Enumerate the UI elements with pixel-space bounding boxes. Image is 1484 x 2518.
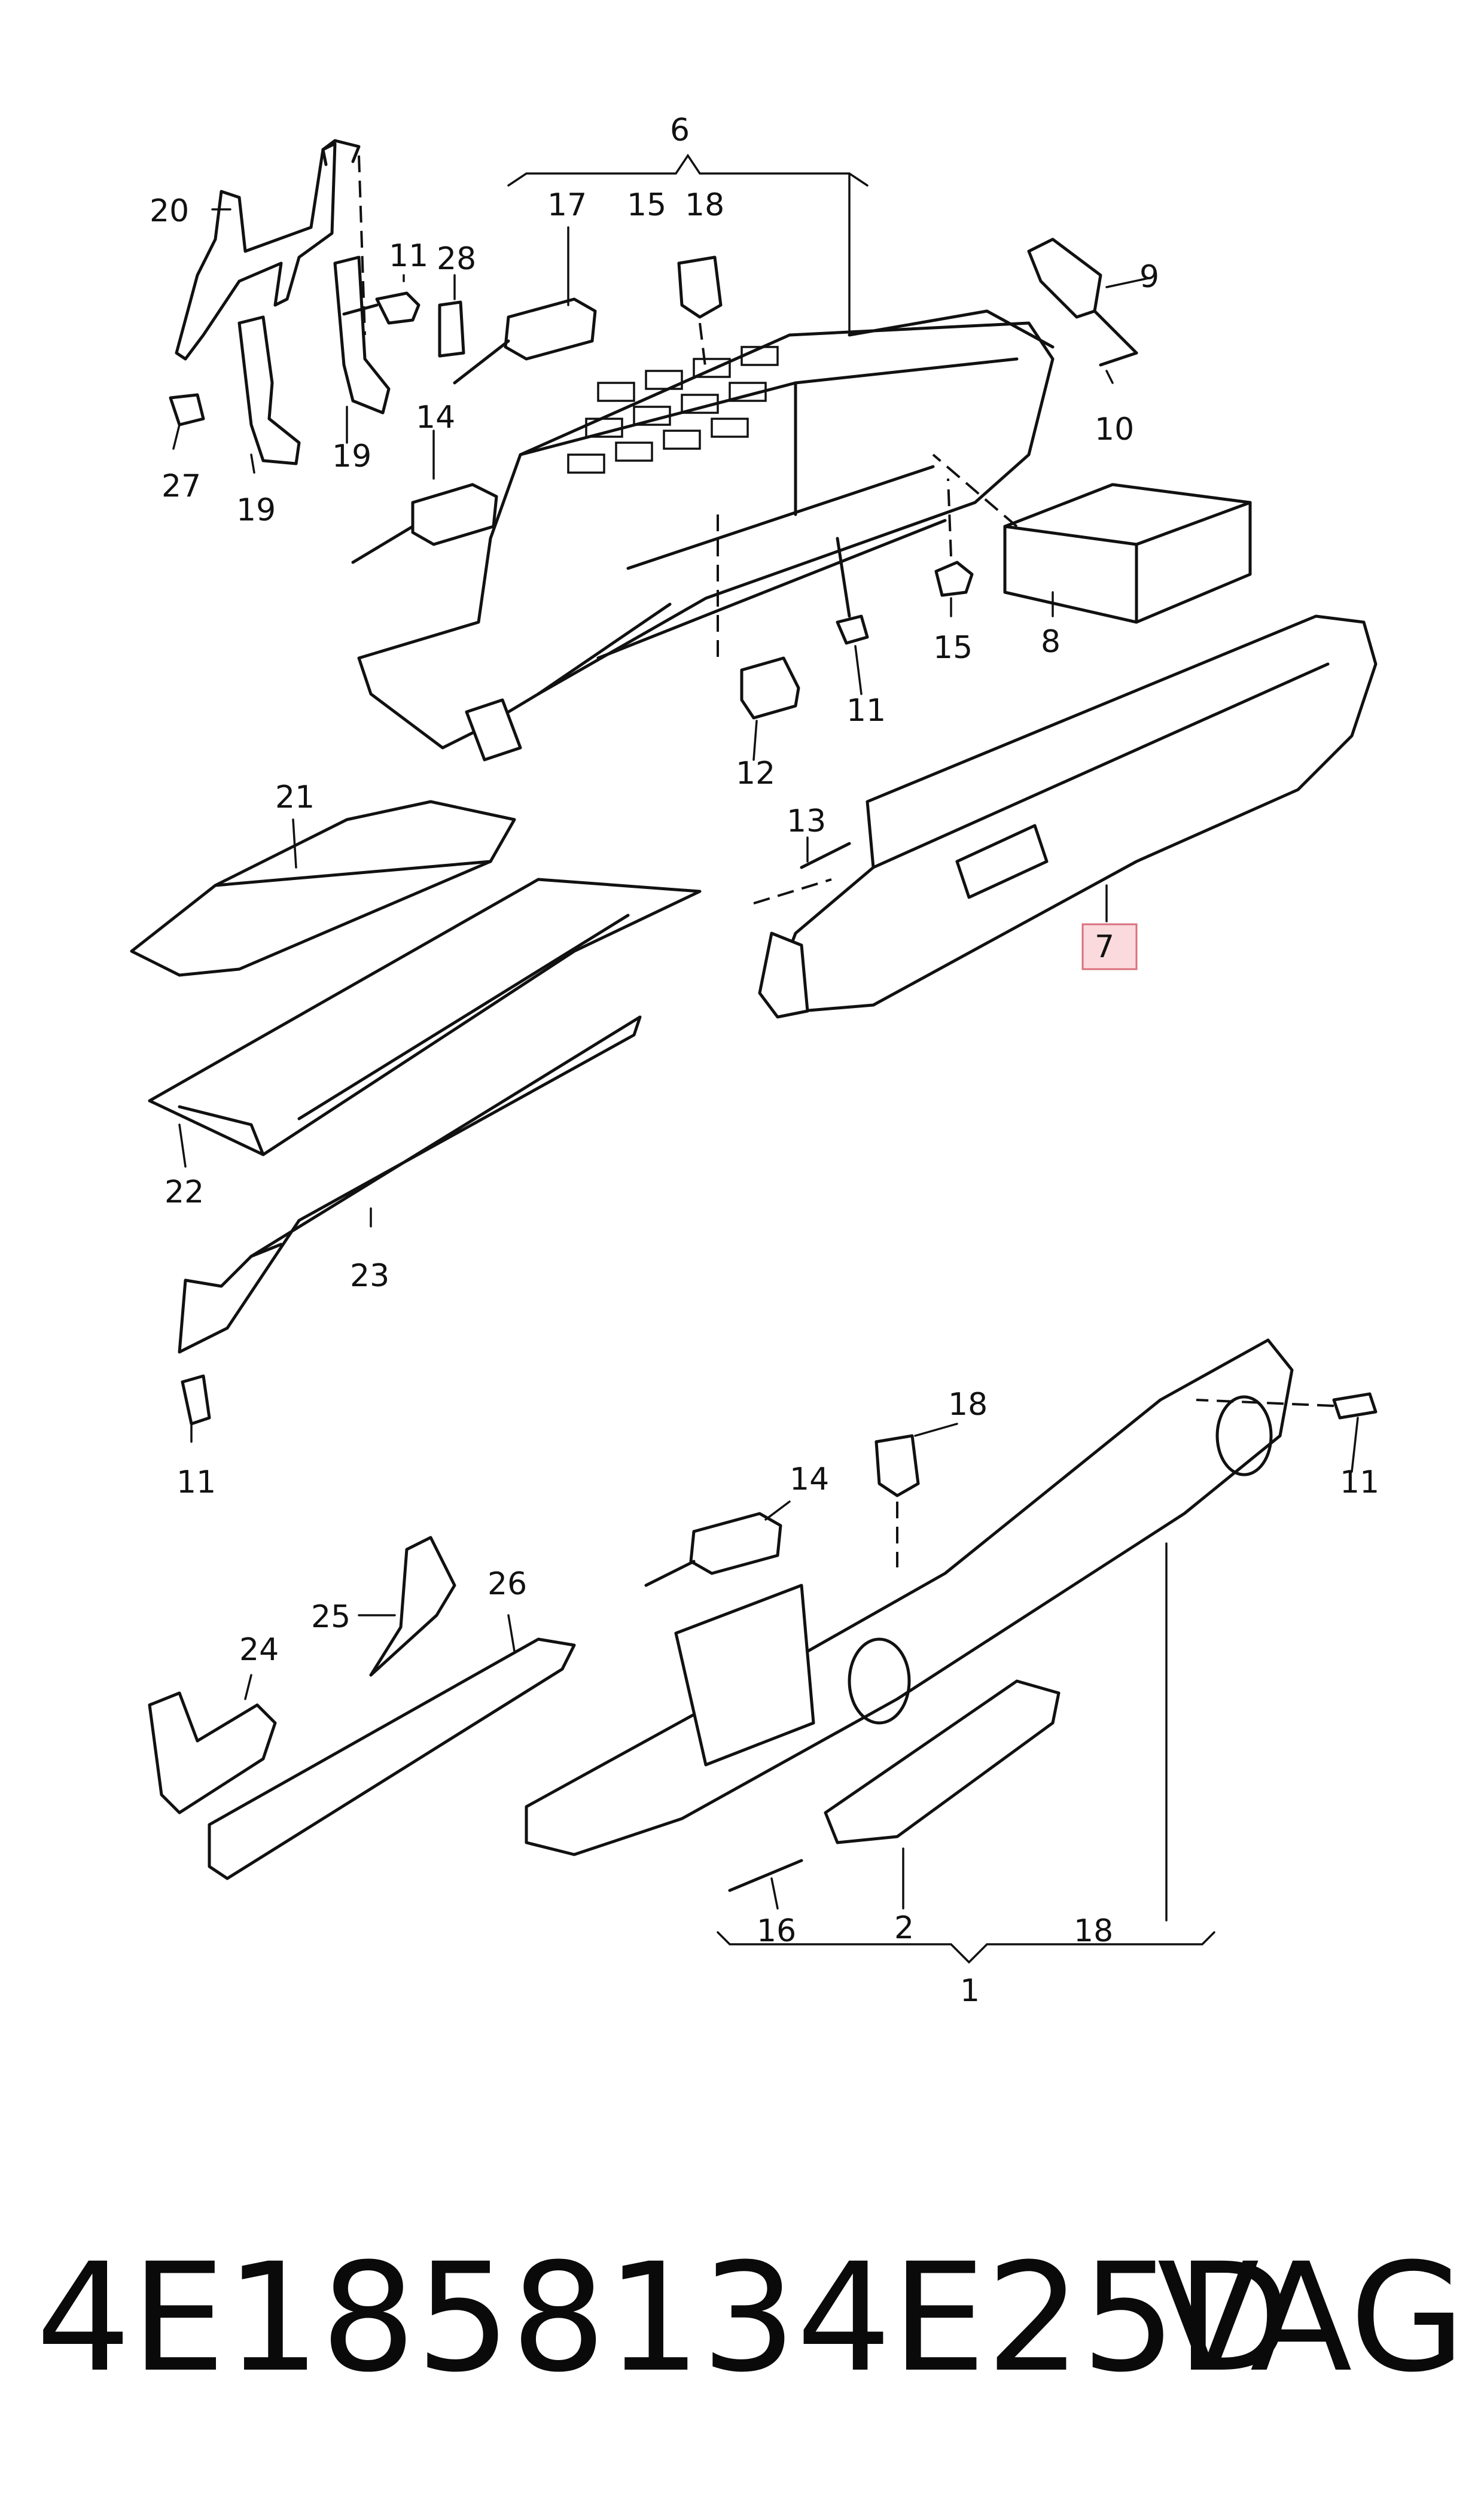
label-16: 16: [757, 1913, 796, 1949]
label-11-center: 11: [846, 693, 886, 729]
clip-27: [169, 393, 205, 427]
label-15-top: 15: [627, 187, 666, 223]
label-10: 10: [1095, 412, 1134, 447]
bracket-20: [175, 139, 361, 361]
label-25: 25: [311, 1599, 351, 1635]
callout-labels: 6 17 15 18 20 11 28 9 10 14 19 27 19 15 …: [150, 112, 1379, 2009]
label-18-bracket: 18: [1074, 1913, 1113, 1949]
label-26: 26: [487, 1566, 527, 1602]
label-1: 1: [960, 1973, 980, 2009]
pin-13: [800, 842, 851, 869]
label-11-top: 11: [389, 238, 428, 274]
label-18-top: 18: [685, 187, 724, 223]
label-18-bottom: 18: [948, 1387, 988, 1423]
label-23: 23: [350, 1258, 389, 1294]
label-28: 28: [437, 241, 476, 277]
label-14-top: 14: [416, 400, 455, 436]
bolt-11-top: [342, 291, 420, 325]
label-11-right: 11: [1340, 1464, 1379, 1500]
label-17: 17: [547, 187, 587, 223]
dash-panel-18: [525, 1338, 1294, 1856]
tray-8: [1003, 483, 1252, 624]
label-6: 6: [670, 112, 690, 148]
screw-11-center: [836, 537, 869, 645]
bracket-19-right: [333, 255, 391, 415]
part-number: 4E1858134E25D: [36, 2231, 1291, 2405]
pin-16: [728, 1859, 803, 1892]
part-25: [369, 1536, 456, 1677]
clip-18-bottom: [874, 1434, 920, 1497]
label-19-left: 19: [236, 492, 276, 528]
label-7: 7: [1095, 929, 1114, 965]
label-11-left: 11: [176, 1464, 216, 1500]
brand-name: VAG: [1157, 2231, 1465, 2405]
screw-11-left: [181, 1374, 211, 1426]
label-22: 22: [164, 1174, 204, 1210]
switch-12: [740, 656, 800, 720]
label-20: 20: [150, 193, 189, 229]
screw-10: [1099, 351, 1138, 367]
sensor-17: [453, 297, 597, 385]
strip-26: [208, 1637, 576, 1880]
label-8: 8: [1041, 624, 1061, 660]
label-27: 27: [161, 468, 201, 504]
bracket-19-left: [237, 315, 301, 465]
sensor-14-top: [351, 483, 498, 564]
bump-15: [934, 561, 974, 597]
label-13: 13: [787, 803, 826, 839]
glovebox-housing-6: [357, 309, 1055, 762]
clip-28: [438, 300, 465, 358]
part-24: [148, 1691, 277, 1814]
label-21: 21: [275, 780, 315, 815]
label-12: 12: [736, 756, 775, 791]
label-15-mid: 15: [933, 630, 973, 666]
clip-18-top: [677, 255, 723, 319]
label-19-right: 19: [332, 439, 371, 474]
screw-11-right: [1332, 1392, 1378, 1420]
label-14-bottom: 14: [790, 1462, 829, 1497]
highlight-box-7: [1081, 923, 1138, 970]
sensor-14-bottom: [644, 1512, 782, 1587]
label-2: 2: [894, 1910, 914, 1946]
label-9: 9: [1139, 259, 1159, 295]
lock-9: [1027, 238, 1138, 355]
housing-ribs: [567, 346, 779, 474]
trim-22: [148, 878, 702, 1156]
handle-2: [824, 1679, 1061, 1844]
trim-23: [178, 1015, 642, 1354]
glovebox-lid-7: [758, 614, 1378, 1019]
leader-lines: [172, 153, 1359, 1964]
label-24: 24: [239, 1632, 279, 1668]
cover-21: [130, 800, 516, 977]
